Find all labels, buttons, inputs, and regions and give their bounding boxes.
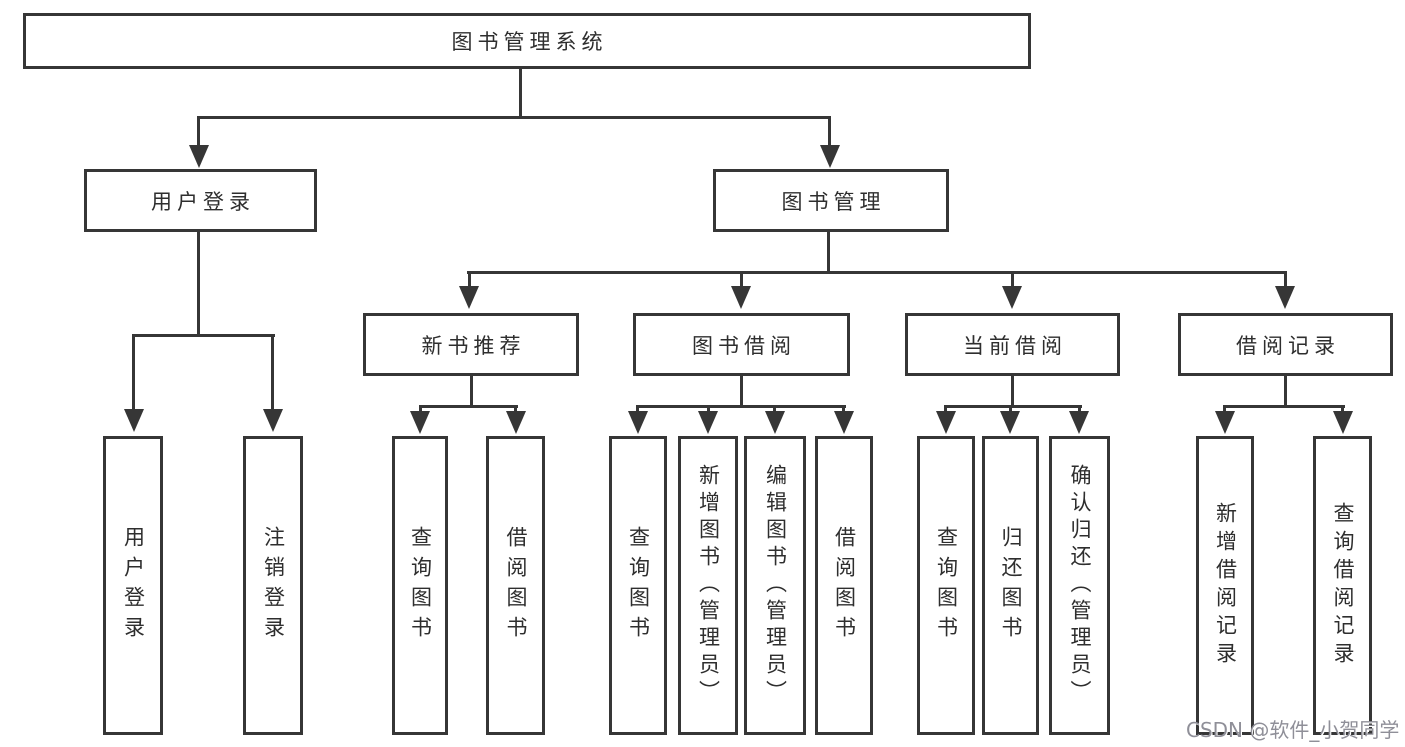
leaf-rec-query-book-label: 查询图书 bbox=[408, 525, 433, 646]
arrowhead-to-cb-return bbox=[1000, 411, 1020, 434]
arrowhead-to-user-login bbox=[189, 145, 209, 168]
connector-borrow-record-branch-bar bbox=[1223, 405, 1345, 408]
connector-to-br-add-stem bbox=[1223, 405, 1226, 412]
leaf-cb-confirm-return-label: 确认归还（管理员） bbox=[1068, 464, 1092, 707]
arrowhead-to-br-query bbox=[1333, 411, 1353, 434]
node-new-book-rec: 新书推荐 bbox=[363, 313, 579, 376]
leaf-logout-label: 注销登录 bbox=[261, 525, 286, 646]
connector-book-borrow-stem bbox=[740, 374, 743, 407]
leaf-bb-add-book: 新增图书（管理员） bbox=[678, 436, 738, 735]
connector-current-borrow-stem bbox=[1011, 374, 1014, 407]
connector-new-book-rec-stem bbox=[470, 374, 473, 407]
connector-to-br-query-stem bbox=[1341, 405, 1344, 412]
leaf-logout: 注销登录 bbox=[243, 436, 303, 735]
arrowhead-to-new-book-rec bbox=[459, 286, 479, 309]
arrowhead-to-book-mgmt bbox=[820, 145, 840, 168]
arrowhead-to-bb-borrow bbox=[834, 411, 854, 434]
arrowhead-to-bb-query bbox=[628, 411, 648, 434]
leaf-cb-return-book: 归还图书 bbox=[982, 436, 1039, 735]
leaf-bb-edit-book-label: 编辑图书（管理员） bbox=[763, 464, 788, 707]
node-borrow-record: 借阅记录 bbox=[1178, 313, 1393, 376]
leaf-cb-query-book-label: 查询图书 bbox=[934, 525, 959, 646]
arrowhead-to-br-add bbox=[1215, 411, 1235, 434]
connector-to-logout-stem bbox=[271, 334, 274, 410]
arrowhead-to-current-borrow bbox=[1002, 286, 1022, 309]
connector-to-cb-return-stem bbox=[1009, 405, 1012, 412]
leaf-cb-confirm-return: 确认归还（管理员） bbox=[1049, 436, 1110, 735]
leaf-bb-query-book: 查询图书 bbox=[609, 436, 667, 735]
connector-book-mgmt-branch-bar bbox=[467, 271, 1287, 274]
connector-to-cb-query-stem bbox=[944, 405, 947, 412]
leaf-bb-edit-book: 编辑图书（管理员） bbox=[744, 436, 806, 735]
node-user-login: 用户登录 bbox=[84, 169, 317, 232]
connector-to-bb-borrow-stem bbox=[842, 405, 845, 412]
connector-to-rec-borrow-stem bbox=[514, 405, 517, 412]
node-library-system: 图书管理系统 bbox=[23, 13, 1031, 69]
node-book-mgmt: 图书管理 bbox=[713, 169, 949, 232]
arrowhead-to-borrow-record bbox=[1275, 286, 1295, 309]
leaf-cb-return-book-label: 归还图书 bbox=[999, 525, 1023, 646]
connector-book-mgmt-stem bbox=[827, 230, 830, 274]
node-current-borrow: 当前借阅 bbox=[905, 313, 1120, 376]
leaf-bb-query-book-label: 查询图书 bbox=[626, 525, 651, 646]
leaf-br-add-record: 新增借阅记录 bbox=[1196, 436, 1254, 735]
arrowhead-to-login bbox=[124, 409, 144, 432]
arrowhead-to-bb-edit bbox=[765, 411, 785, 434]
connector-root-branch-bar bbox=[197, 116, 831, 119]
connector-to-bb-edit-stem bbox=[773, 405, 776, 412]
leaf-cb-query-book: 查询图书 bbox=[917, 436, 975, 735]
connector-to-book-borrow-stem bbox=[740, 271, 743, 287]
arrowhead-to-bb-add bbox=[698, 411, 718, 434]
connector-current-borrow-branch-bar bbox=[944, 405, 1082, 408]
leaf-br-add-record-label: 新增借阅记录 bbox=[1213, 501, 1238, 670]
node-book-borrow: 图书借阅 bbox=[633, 313, 850, 376]
arrowhead-to-logout bbox=[263, 409, 283, 432]
connector-new-book-rec-branch-bar bbox=[419, 405, 518, 408]
csdn-watermark: CSDN @软件_小贺同学 bbox=[1186, 718, 1400, 742]
leaf-user-login: 用户登录 bbox=[103, 436, 163, 735]
arrowhead-to-rec-query bbox=[410, 411, 430, 434]
arrowhead-to-cb-confirm bbox=[1069, 411, 1089, 434]
arrowhead-to-rec-borrow bbox=[506, 411, 526, 434]
node-borrow-record-label: 借阅记录 bbox=[1236, 333, 1340, 358]
node-book-borrow-label: 图书借阅 bbox=[692, 333, 796, 358]
leaf-bb-borrow-book: 借阅图书 bbox=[815, 436, 873, 735]
connector-user-login-stem bbox=[197, 230, 200, 337]
connector-book-borrow-branch-bar bbox=[636, 405, 846, 408]
arrowhead-to-book-borrow bbox=[731, 286, 751, 309]
leaf-rec-query-book: 查询图书 bbox=[392, 436, 448, 735]
node-new-book-rec-label: 新书推荐 bbox=[421, 333, 526, 358]
connector-to-current-borrow-stem bbox=[1011, 271, 1014, 287]
node-current-borrow-label: 当前借阅 bbox=[963, 333, 1067, 358]
connector-borrow-record-stem bbox=[1284, 374, 1287, 407]
connector-to-rec-query-stem bbox=[419, 405, 422, 412]
leaf-br-query-record: 查询借阅记录 bbox=[1313, 436, 1372, 735]
connector-user-login-branch-bar bbox=[132, 334, 275, 337]
connector-to-cb-confirm-stem bbox=[1078, 405, 1081, 412]
node-book-mgmt-label: 图书管理 bbox=[781, 189, 886, 214]
connector-to-borrow-record-stem bbox=[1284, 271, 1287, 287]
connector-to-new-book-rec-stem bbox=[468, 271, 471, 287]
leaf-rec-borrow-book: 借阅图书 bbox=[486, 436, 545, 735]
connector-to-bb-add-stem bbox=[707, 405, 710, 412]
leaf-bb-add-book-label: 新增图书（管理员） bbox=[696, 464, 721, 707]
leaf-bb-borrow-book-label: 借阅图书 bbox=[832, 525, 857, 646]
connector-to-book-mgmt-stem bbox=[828, 116, 831, 146]
connector-to-bb-query-stem bbox=[636, 405, 639, 412]
leaf-br-query-record-label: 查询借阅记录 bbox=[1331, 501, 1355, 670]
connector-to-login-stem bbox=[132, 334, 135, 410]
connector-to-user-login-stem bbox=[197, 116, 200, 146]
connector-root-stem bbox=[519, 66, 522, 118]
arrowhead-to-cb-query bbox=[936, 411, 956, 434]
leaf-rec-borrow-book-label: 借阅图书 bbox=[504, 525, 528, 646]
node-library-system-label: 图书管理系统 bbox=[451, 30, 608, 54]
leaf-user-login-label: 用户登录 bbox=[121, 525, 146, 646]
node-user-login-label: 用户登录 bbox=[151, 189, 255, 214]
